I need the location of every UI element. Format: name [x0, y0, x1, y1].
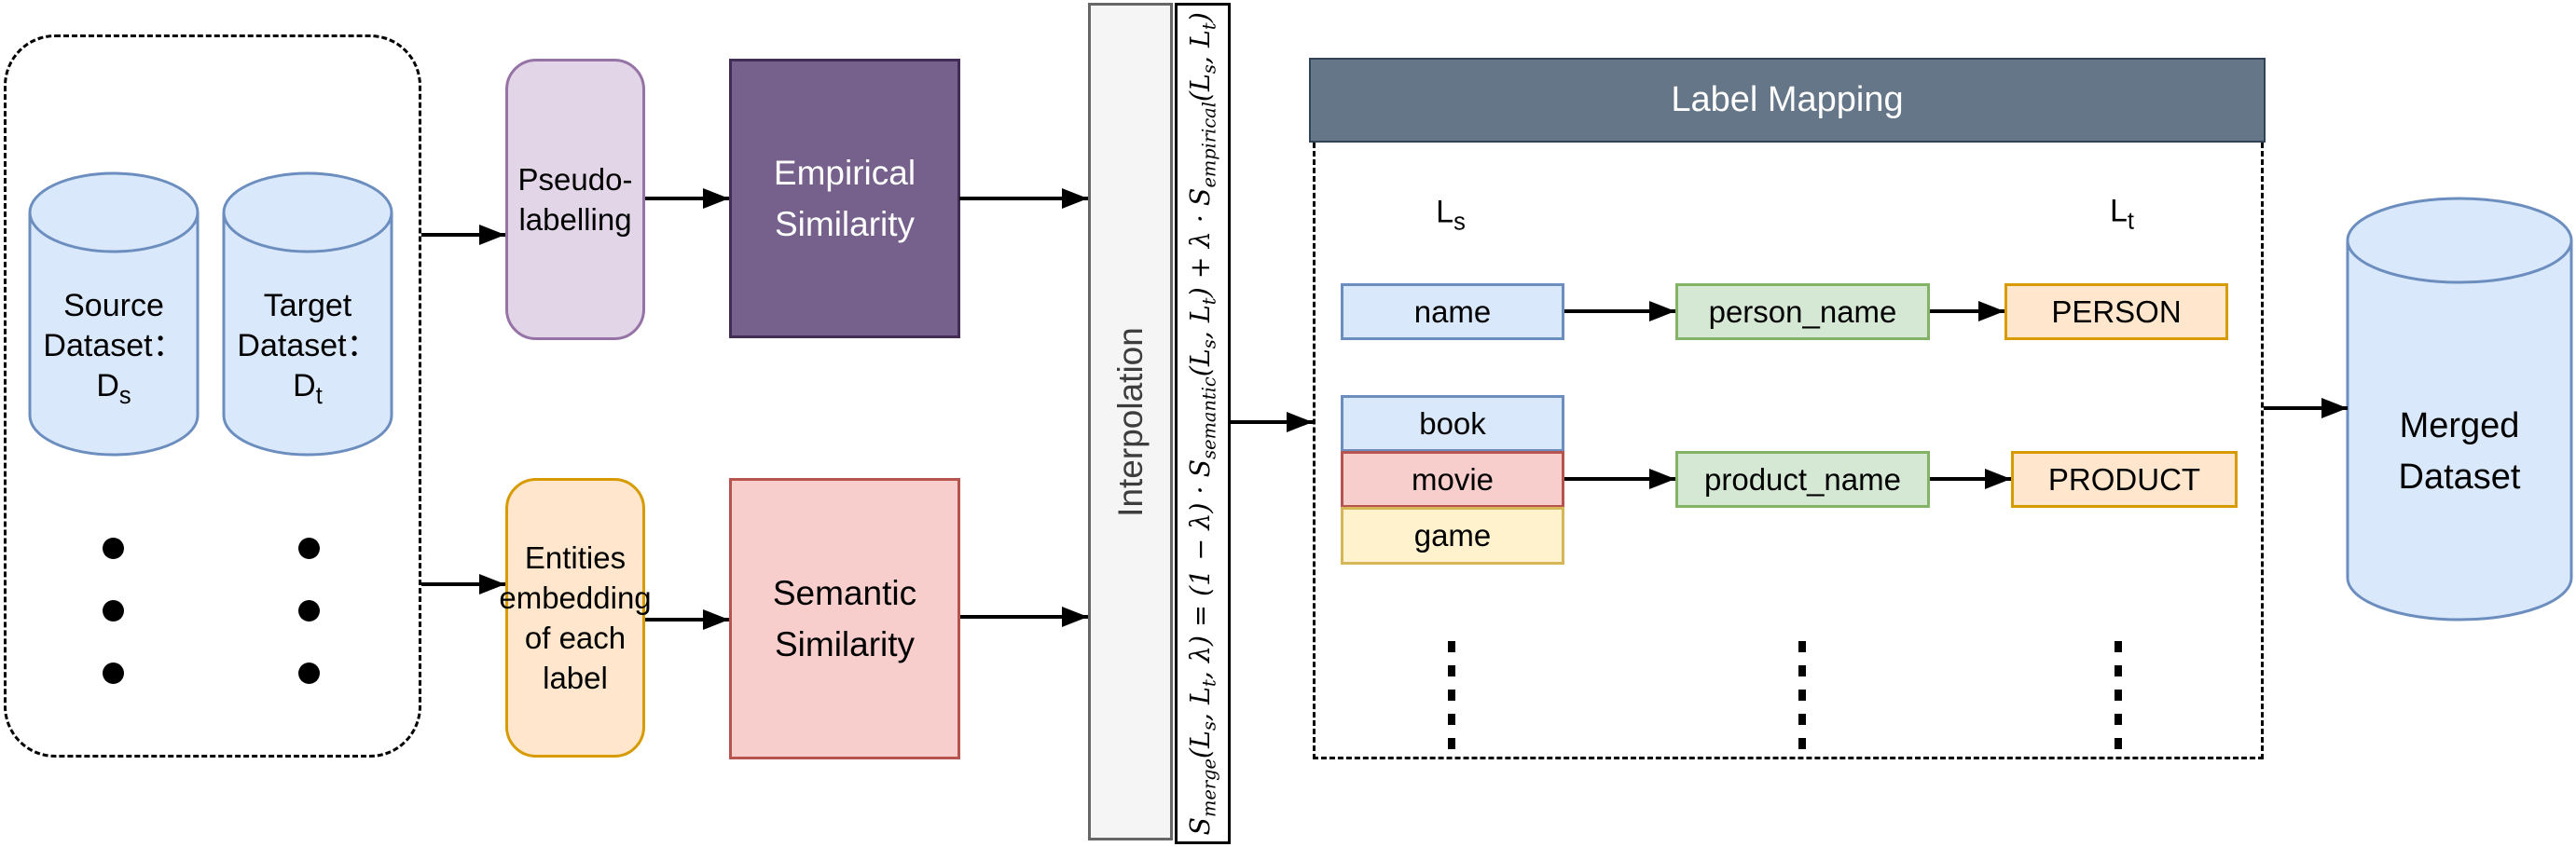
empirical-similarity-box: Empirical Similarity — [729, 59, 960, 338]
target-labels-column-header: Lt — [2109, 193, 2135, 235]
arrow-person-name-to-person — [1930, 309, 2004, 313]
arrow-name-to-person-name — [1564, 309, 1675, 313]
label-mapping-title: Label Mapping — [1671, 80, 1904, 119]
merged-dataset-label: Merged Dataset — [2398, 406, 2521, 497]
arrow-interpolation-to-label-mapping — [1231, 420, 1313, 424]
merged-dataset-cylinder-icon — [2346, 197, 2573, 622]
entities-embedding-box: Entities embedding of each label — [499, 478, 652, 758]
semantic-similarity-box: Semantic Similarity — [729, 478, 960, 759]
source-label-game: game — [1341, 507, 1564, 565]
target-dataset-label: Target Dataset： Dt — [237, 288, 379, 409]
arrow-empirical-to-interpolation — [959, 197, 1088, 200]
arrow-product-name-to-product — [1930, 477, 2011, 481]
source-label-name: name — [1341, 283, 1564, 340]
more-source-datasets-ellipsis — [103, 538, 124, 684]
arrow-datasets-to-entities — [421, 582, 505, 586]
interpolation-bar: Interpolation — [1088, 3, 1173, 840]
arrow-pseudo-to-empirical — [645, 197, 729, 200]
more-target-labels-ellipsis — [2115, 641, 2122, 749]
arrow-datasets-to-pseudo — [421, 233, 505, 237]
target-label-person: PERSON — [2004, 283, 2228, 340]
label-mapping-panel — [1313, 143, 2264, 759]
datasets-panel — [4, 34, 421, 758]
arrow-semantic-to-interpolation — [960, 615, 1088, 619]
mapped-label-product-name: product_name — [1675, 451, 1930, 508]
source-labels-column-header: Ls — [1436, 194, 1466, 236]
arrow-entities-to-semantic — [645, 618, 729, 622]
source-label-book: book — [1341, 395, 1564, 452]
source-dataset-cylinder-icon — [28, 171, 200, 457]
target-dataset-cylinder-icon — [222, 171, 393, 457]
target-label-product: PRODUCT — [2011, 451, 2238, 508]
interpolation-formula: Smerge(Ls, Lt, λ) = (1 − λ) · Ssemantic(… — [1185, 11, 1220, 836]
source-label-movie: movie — [1341, 451, 1564, 508]
pseudo-labelling-box: Pseudo- labelling — [505, 59, 645, 340]
more-source-labels-ellipsis — [1448, 641, 1455, 749]
label-mapping-header: Label Mapping — [1309, 58, 2266, 143]
formula-bar: Smerge(Ls, Lt, λ) = (1 − λ) · Ssemantic(… — [1175, 3, 1231, 844]
source-dataset-label: Source Dataset： Ds — [43, 288, 185, 409]
arrow-label-mapping-to-merged — [2264, 406, 2348, 410]
interpolation-label: Interpolation — [1110, 326, 1150, 517]
more-target-datasets-ellipsis — [298, 538, 320, 684]
more-mapped-labels-ellipsis — [1798, 641, 1806, 749]
mapped-label-person-name: person_name — [1675, 283, 1930, 340]
arrow-movie-to-product-name — [1564, 477, 1675, 481]
